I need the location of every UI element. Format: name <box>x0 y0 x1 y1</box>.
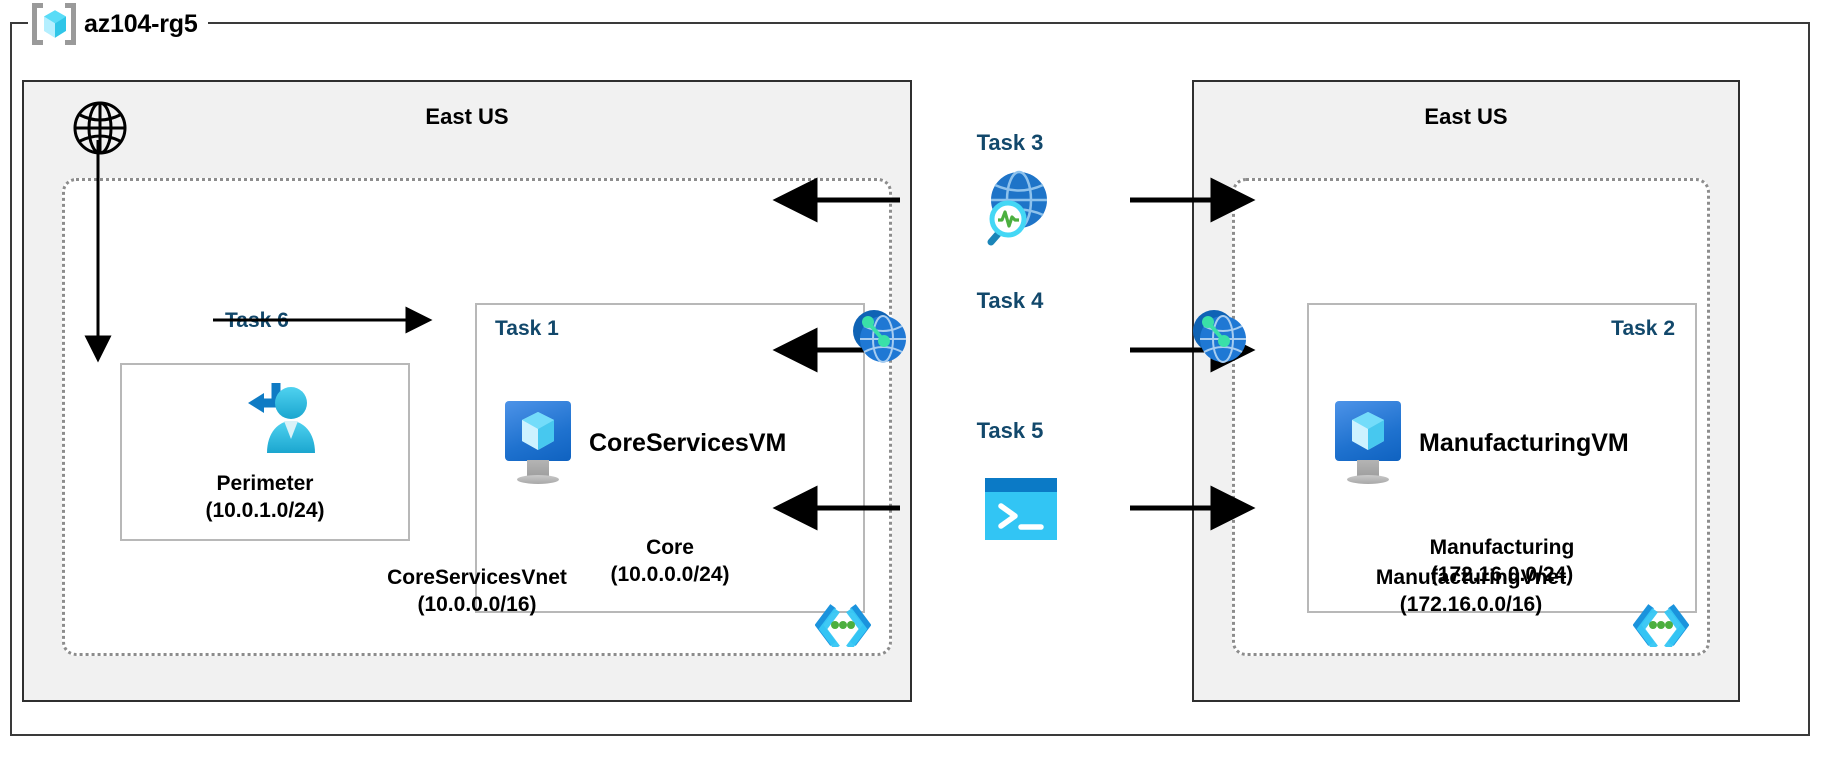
subnet-core: Task 1 CoreServicesVM <box>475 303 865 613</box>
globe-internet-icon <box>73 101 127 155</box>
vnet-manufacturing-name: ManufacturingVnet <box>1375 565 1567 589</box>
vnet-core-services: Task 6 Perimete <box>62 178 892 656</box>
region-box-right: East US Task 2 <box>1192 80 1740 702</box>
vnet-manufacturing-cidr: (172.16.0.0/16) <box>1399 593 1543 617</box>
resource-group-name: az104-rg5 <box>84 9 198 38</box>
manufacturing-vm-row: ManufacturingVM <box>1335 401 1629 485</box>
cube-glyph <box>1352 412 1384 450</box>
task-2-label: Task 2 <box>1611 317 1675 340</box>
subnet-perimeter-name: Perimeter <box>216 471 314 495</box>
code-brackets-icon <box>815 604 871 647</box>
subnet-core-label: Core (10.0.0.0/24) <box>477 534 863 589</box>
subnet-perimeter-cidr: (10.0.1.0/24) <box>205 499 325 523</box>
subnet-core-name: Core <box>646 535 694 559</box>
subnet-manufacturing-name: Manufacturing <box>1429 535 1575 559</box>
cube-glyph <box>522 412 554 450</box>
subnet-core-cidr: (10.0.0.0/24) <box>610 563 730 587</box>
region-title-right: East US <box>1424 104 1508 129</box>
vnet-core-cidr: (10.0.0.0/16) <box>417 593 537 617</box>
virtual-machine-icon <box>505 401 571 485</box>
task-3-label: Task 3 <box>976 130 1044 155</box>
core-vm-row: CoreServicesVM <box>505 401 786 485</box>
task-6-label: Task 6 <box>225 309 289 332</box>
resource-group-header: az104-rg5 <box>28 0 208 48</box>
user-bastion-icon <box>248 383 315 453</box>
subnet-perimeter: Perimeter (10.0.1.0/24) <box>120 363 410 541</box>
azure-resource-group-icon <box>32 0 76 48</box>
cloud-shell-icon <box>985 478 1057 540</box>
subnet-manufacturing: Task 2 ManufacturingVM <box>1307 303 1697 613</box>
task-4-label: Task 4 <box>976 288 1044 313</box>
core-vm-name: CoreServicesVM <box>589 428 787 457</box>
cube-glyph <box>44 10 66 38</box>
virtual-machine-icon <box>1335 401 1401 485</box>
vnet-peering-icon <box>1193 310 1246 363</box>
code-brackets-icon <box>1633 604 1689 647</box>
vnet-core-name: CoreServicesVnet <box>387 565 567 589</box>
task-5-label: Task 5 <box>976 418 1044 443</box>
subnet-perimeter-label: Perimeter (10.0.1.0/24) <box>122 470 408 525</box>
vnet-manufacturing: Task 2 ManufacturingVM <box>1232 178 1710 656</box>
network-watcher-icon <box>987 170 1047 246</box>
region-title-left: East US <box>425 104 509 129</box>
vnet-peering-icon <box>853 310 906 363</box>
resource-group-frame <box>10 22 1810 736</box>
subnet-manufacturing-cidr: (172.16.0.0/24) <box>1430 563 1574 587</box>
vnet-core-label: CoreServicesVnet (10.0.0.0/16) <box>65 564 889 619</box>
task-1-label: Task 1 <box>495 317 559 340</box>
subnet-manufacturing-label: Manufacturing (172.16.0.0/24) <box>1309 534 1695 589</box>
vnet-manufacturing-label: ManufacturingVnet (172.16.0.0/16) <box>1235 564 1707 619</box>
manufacturing-vm-name: ManufacturingVM <box>1419 428 1629 457</box>
region-box-left: East US Task 6 <box>22 80 912 702</box>
